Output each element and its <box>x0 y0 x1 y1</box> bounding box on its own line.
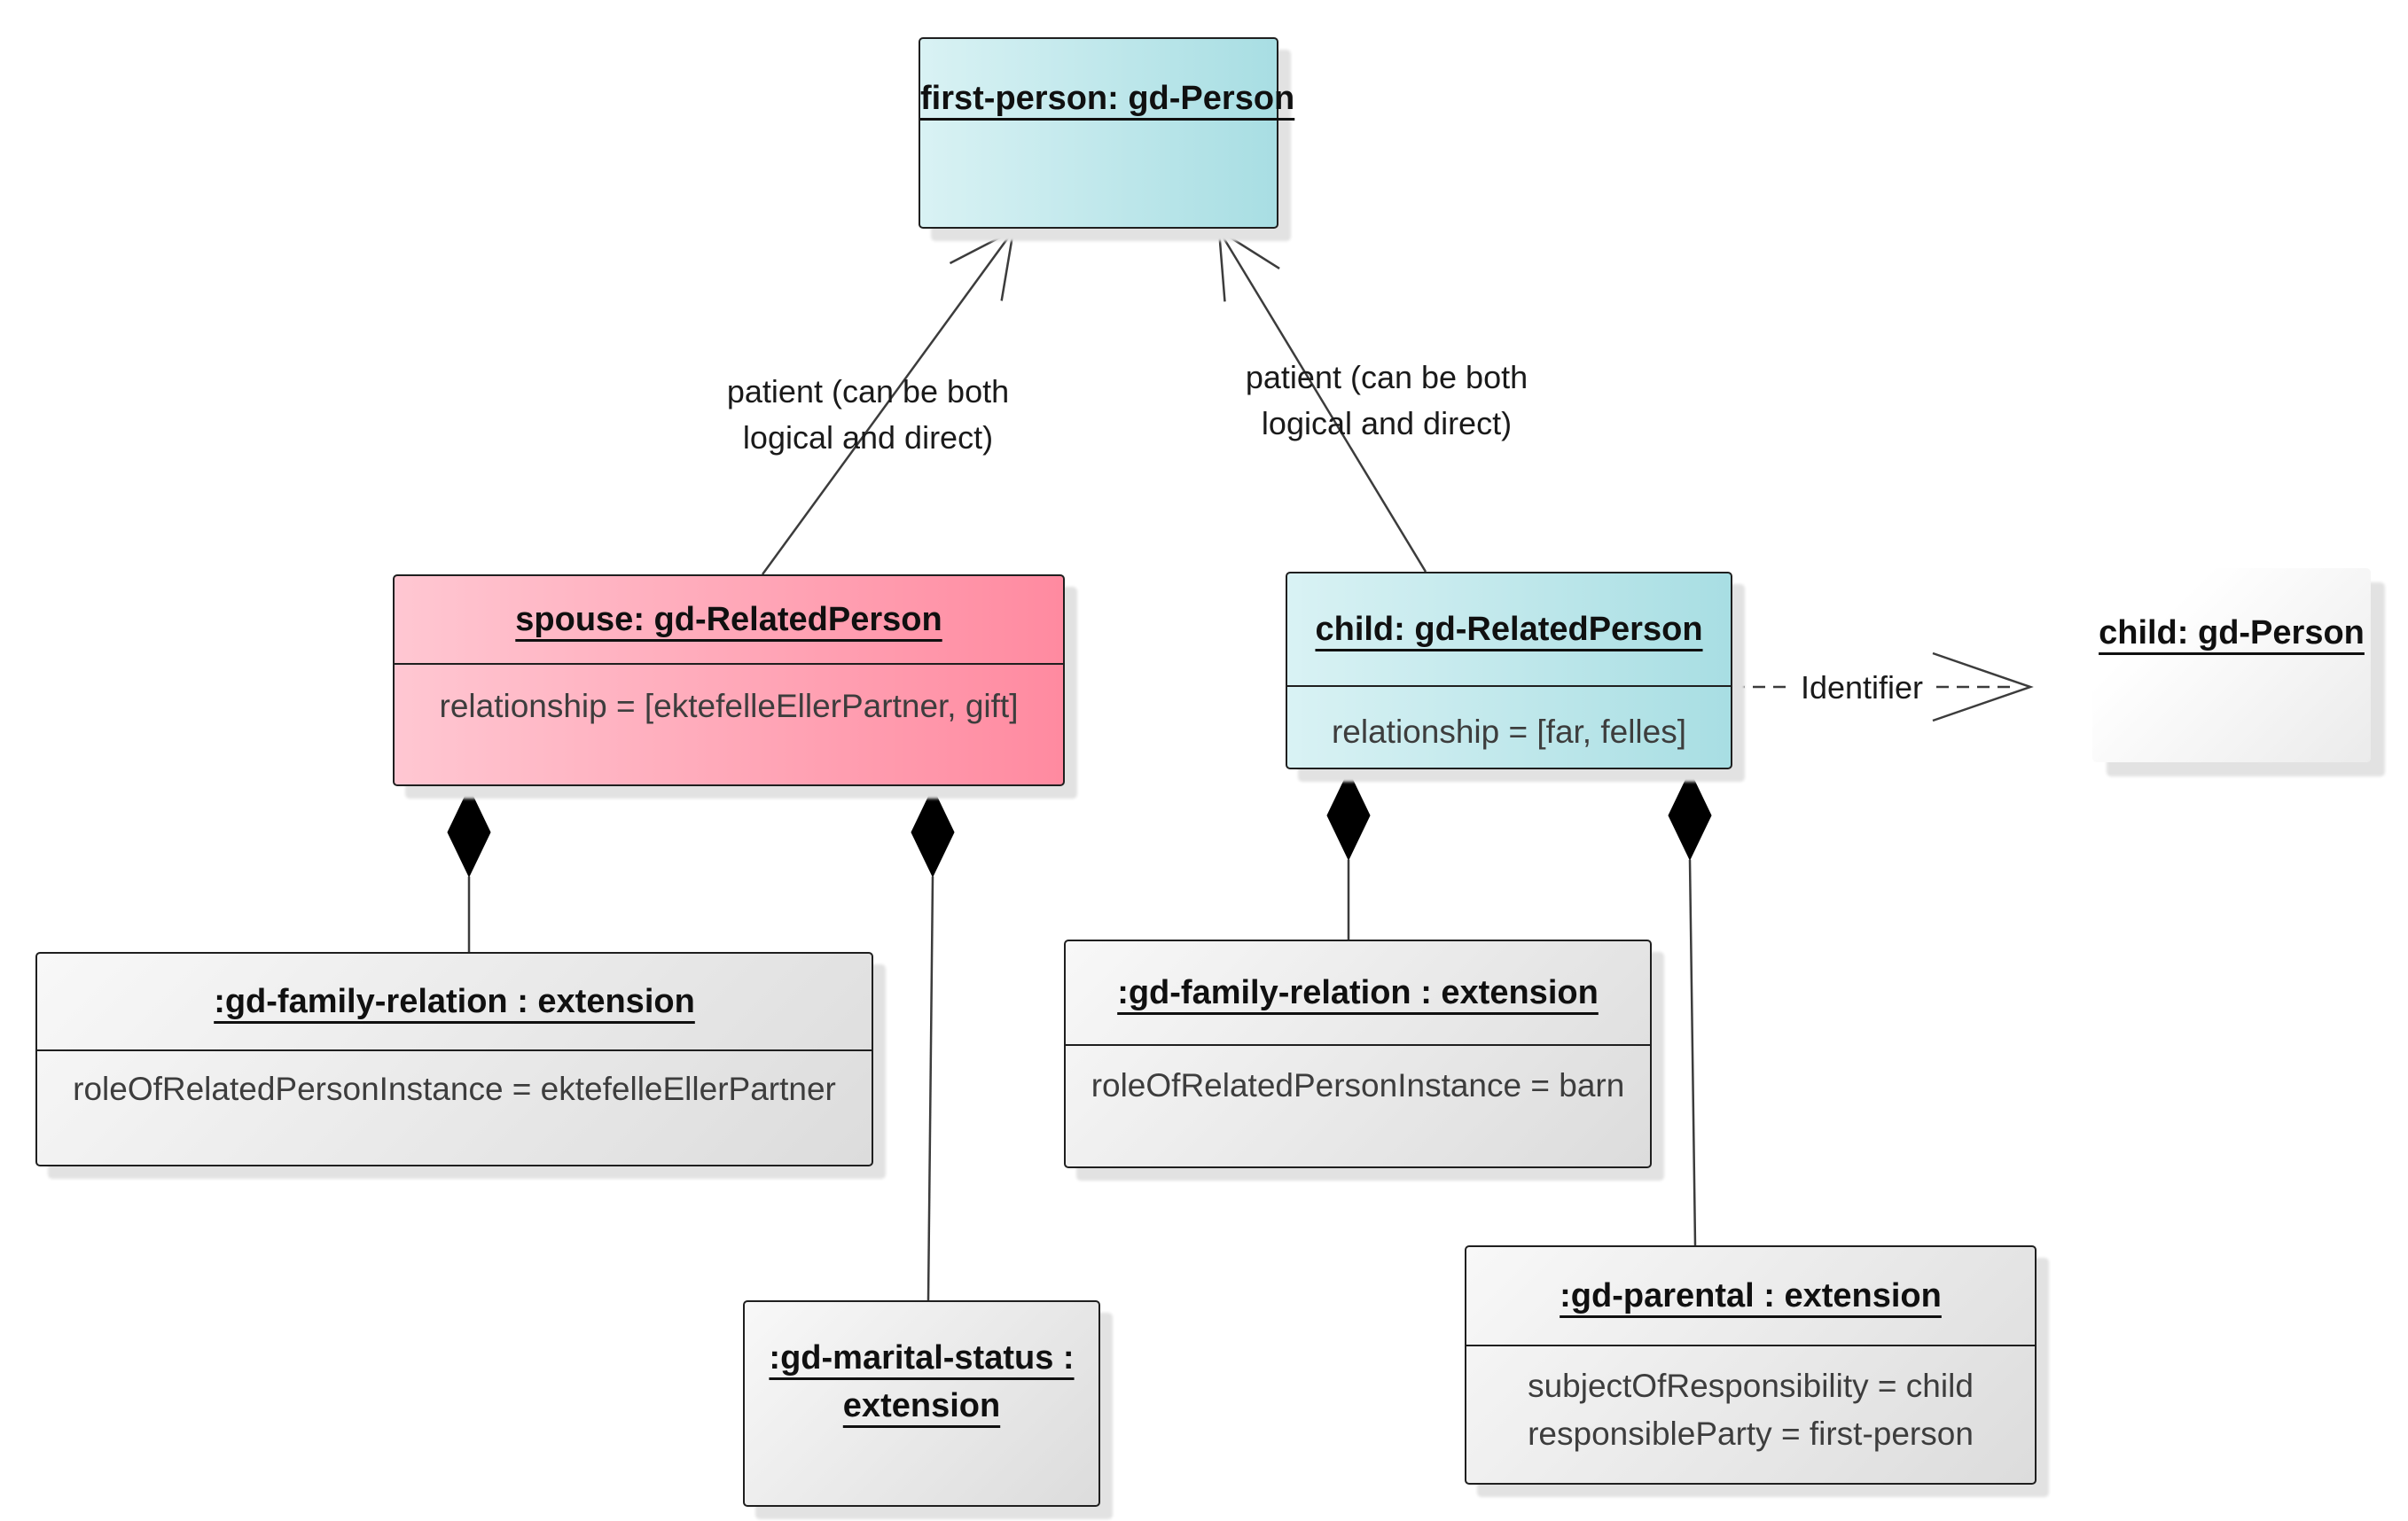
association-line-child-patient <box>1217 228 1427 573</box>
node-title: first-person: gd-Person <box>920 80 1295 117</box>
node-title: child: gd-Person <box>2099 614 2365 651</box>
node-title-compartment: spouse: gd-RelatedPerson <box>395 576 1063 665</box>
node-attribute: roleOfRelatedPersonInstance = ektefelleE… <box>73 1071 836 1107</box>
node-title-compartment: :gd-parental : extension <box>1466 1247 2035 1346</box>
node-title-compartment: child: gd-RelatedPerson <box>1287 573 1731 687</box>
node-title-compartment: :gd-marital-status : extension <box>745 1302 1098 1430</box>
node-family-relation-extension-spouse: :gd-family-relation : extension roleOfRe… <box>35 952 873 1166</box>
node-attribute-compartment: relationship = [ektefelleEllerPartner, g… <box>395 665 1063 730</box>
composition-diamond <box>1326 769 1371 862</box>
node-title: child: gd-RelatedPerson <box>1315 611 1703 648</box>
composition-spouse-marital-status <box>911 786 955 1301</box>
node-child-related-person: child: gd-RelatedPerson relationship = [… <box>1286 572 1732 769</box>
node-attribute: subjectOfResponsibility = child <box>1528 1368 1974 1404</box>
node-spouse: spouse: gd-RelatedPerson relationship = … <box>393 574 1065 786</box>
node-title: :gd-family-relation : extension <box>1117 974 1599 1011</box>
node-family-relation-extension-child: :gd-family-relation : extension roleOfRe… <box>1064 940 1652 1168</box>
node-child-person: child: gd-Person <box>2092 568 2371 762</box>
node-attribute-compartment: relationship = [far, felles] <box>1287 687 1731 756</box>
node-attribute-compartment: subjectOfResponsibility = child responsi… <box>1466 1346 2035 1458</box>
node-title: :gd-parental : extension <box>1560 1277 1942 1314</box>
composition-child-parental <box>1668 769 1712 1246</box>
composition-diamond <box>1668 769 1712 862</box>
node-attribute: relationship = [ektefelleEllerPartner, g… <box>439 688 1019 724</box>
composition-line <box>1688 859 1697 1246</box>
node-title-compartment: first-person: gd-Person <box>920 39 1294 122</box>
edge-label-patient-child: patient (can be both logical and direct) <box>1245 359 1528 441</box>
composition-spouse-family-relation <box>447 786 491 952</box>
node-attribute-compartment: roleOfRelatedPersonInstance = barn <box>1066 1046 1650 1110</box>
node-title-compartment: child: gd-Person <box>2092 568 2371 657</box>
association-line-spouse-patient <box>761 228 1015 575</box>
open-arrowhead-identifier <box>1932 651 2034 722</box>
composition-diamond <box>911 786 955 878</box>
node-marital-status-extension: :gd-marital-status : extension <box>743 1300 1100 1507</box>
node-title-compartment: :gd-family-relation : extension <box>37 954 872 1051</box>
edge-label-identifier: Identifier <box>1793 665 1931 711</box>
composition-line <box>926 876 934 1301</box>
node-parental-extension: :gd-parental : extension subjectOfRespon… <box>1465 1245 2037 1485</box>
node-title: spouse: gd-RelatedPerson <box>515 601 942 638</box>
composition-diamond <box>447 786 491 878</box>
node-attribute-compartment: roleOfRelatedPersonInstance = ektefelleE… <box>37 1051 872 1113</box>
node-first-person: first-person: gd-Person <box>919 37 1294 229</box>
node-attribute: relationship = [far, felles] <box>1331 714 1687 750</box>
composition-child-family-relation <box>1326 769 1371 940</box>
node-title-compartment: :gd-family-relation : extension <box>1066 941 1650 1046</box>
node-attribute: responsibleParty = first-person <box>1528 1416 1974 1452</box>
node-attribute: roleOfRelatedPersonInstance = barn <box>1091 1067 1625 1104</box>
node-title: :gd-family-relation : extension <box>214 983 695 1020</box>
node-title: :gd-marital-status : extension <box>769 1339 1075 1424</box>
edge-label-patient-spouse: patient (can be both logical and direct) <box>726 373 1010 456</box>
